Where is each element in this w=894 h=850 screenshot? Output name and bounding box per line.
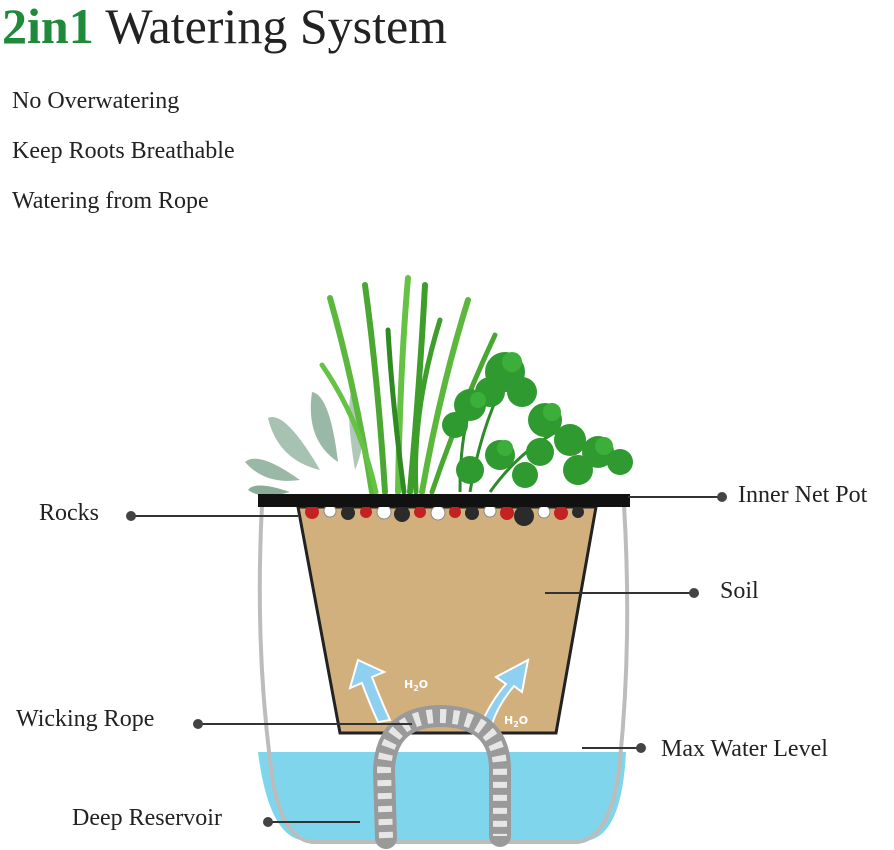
reservoir-water [258,752,626,840]
label-rocks: Rocks [39,500,99,526]
feature-breathable-roots: Keep Roots Breathable [12,138,235,164]
label-soil: Soil [720,578,759,604]
rocks-layer [305,504,584,526]
feature-rope-watering: Watering from Rope [12,188,209,214]
h2o-arrow-left [348,658,392,724]
net-pot-rim [258,494,630,507]
h2o-label-upper: H2O [404,678,428,693]
page-title: 2in1 Watering System [2,0,447,56]
herb-plants [245,275,633,496]
label-wicking-rope: Wicking Rope [16,706,155,732]
inner-pot-soil [296,505,598,735]
label-inner-net-pot: Inner Net Pot [738,482,868,508]
brand-name: 2in1 [2,0,94,54]
title-text: Watering System [105,0,448,54]
feature-no-overwatering: No Overwatering [12,88,180,114]
label-deep-reservoir: Deep Reservoir [72,805,222,831]
outer-pot [257,504,630,844]
label-max-water-level: Max Water Level [661,736,828,762]
h2o-label-lower: H2O [504,714,528,729]
h2o-arrow-right [480,658,530,726]
